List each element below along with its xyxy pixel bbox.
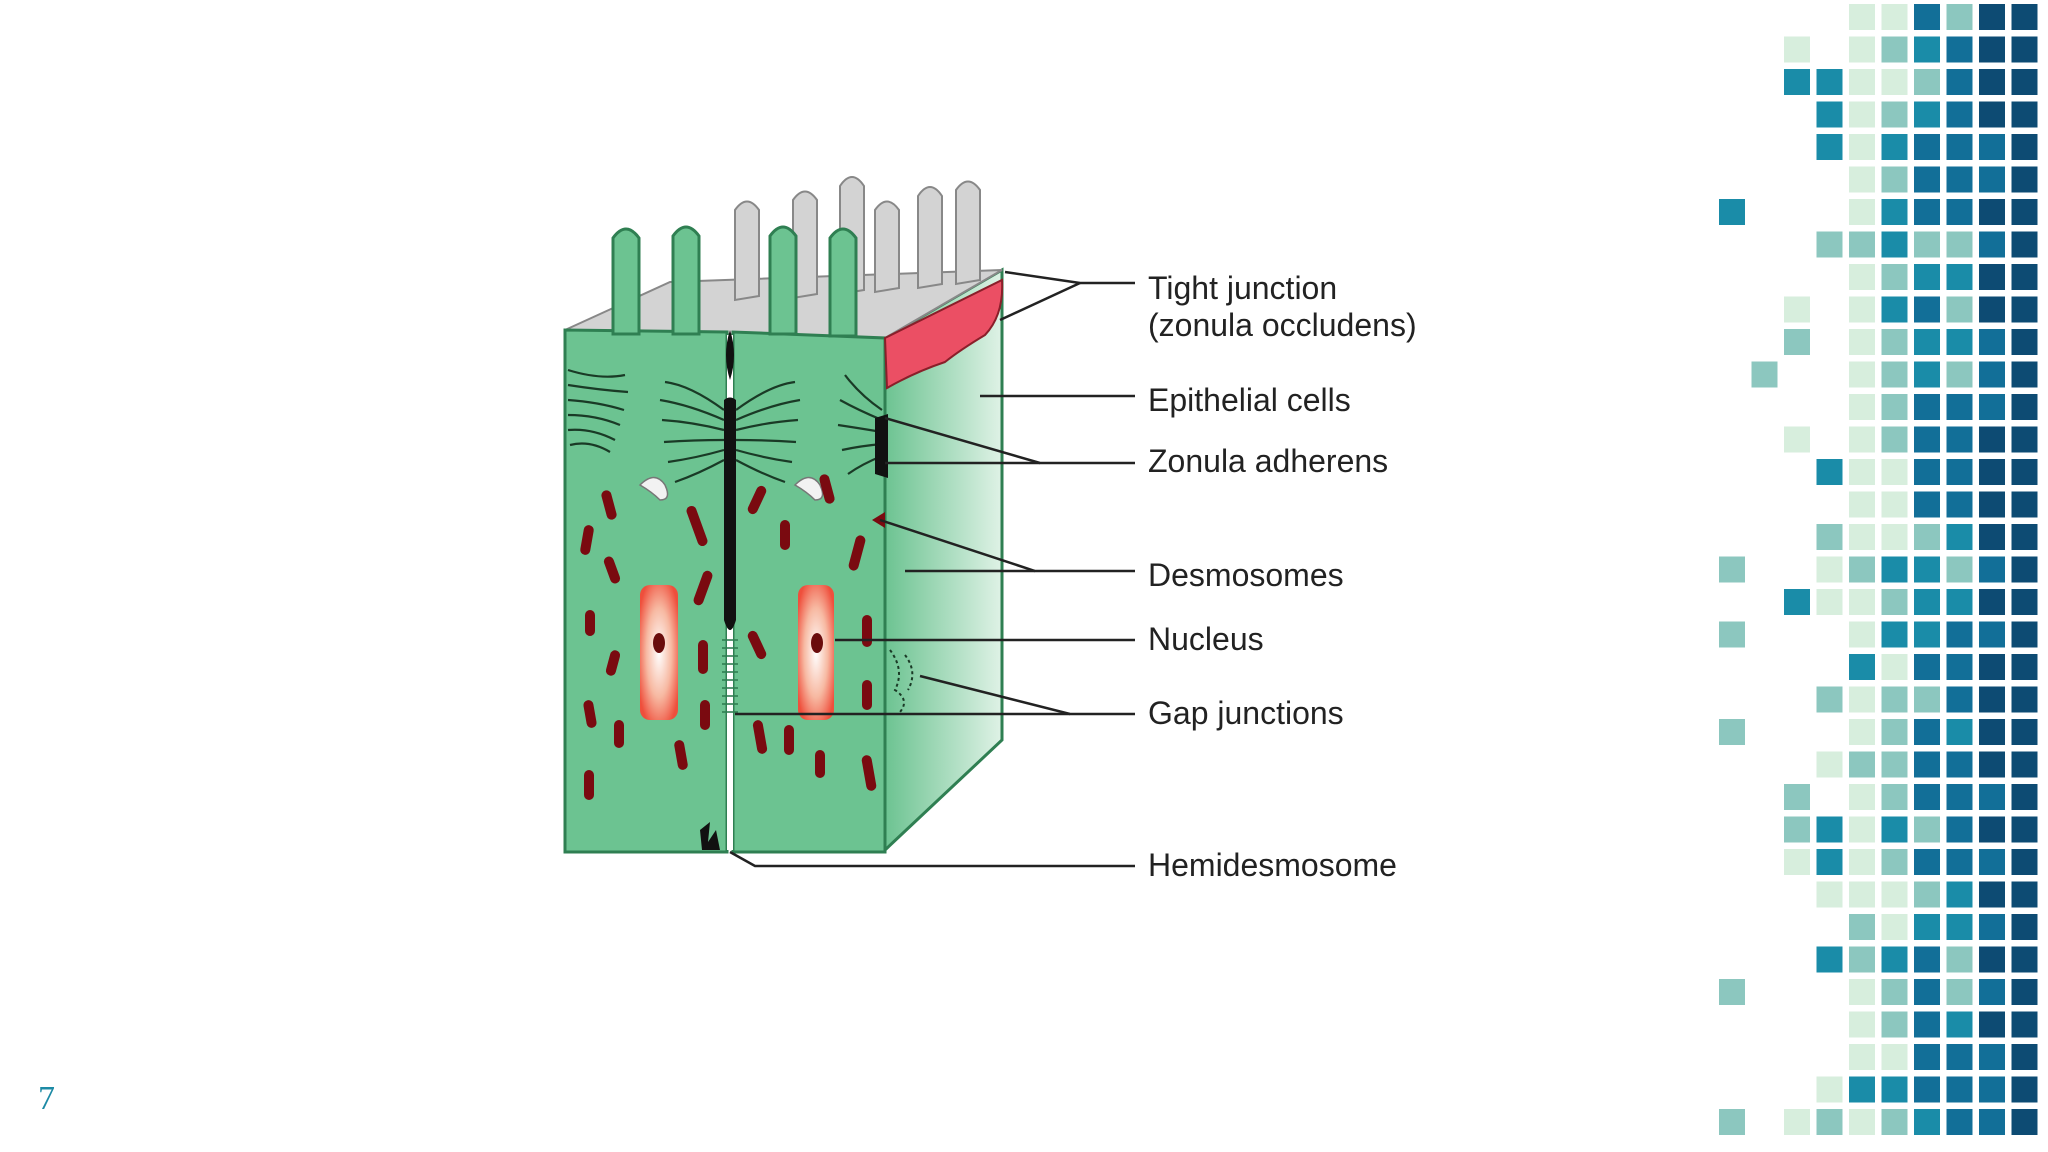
label-desmosomes: Desmosomes: [1148, 557, 1344, 594]
label-zonula-occludens: (zonula occludens): [1148, 307, 1417, 344]
label-tight-junction: Tight junction: [1148, 270, 1337, 307]
label-nucleus: Nucleus: [1148, 621, 1264, 658]
label-epithelial-cells: Epithelial cells: [1148, 382, 1351, 419]
cell-block: [565, 177, 1002, 852]
page-number: 7: [38, 1080, 55, 1118]
zonula-adherens-bar: [724, 398, 736, 631]
label-zonula-adherens: Zonula adherens: [1148, 443, 1388, 480]
label-hemidesmosome: Hemidesmosome: [1148, 847, 1397, 884]
label-gap-junctions: Gap junctions: [1148, 695, 1344, 732]
